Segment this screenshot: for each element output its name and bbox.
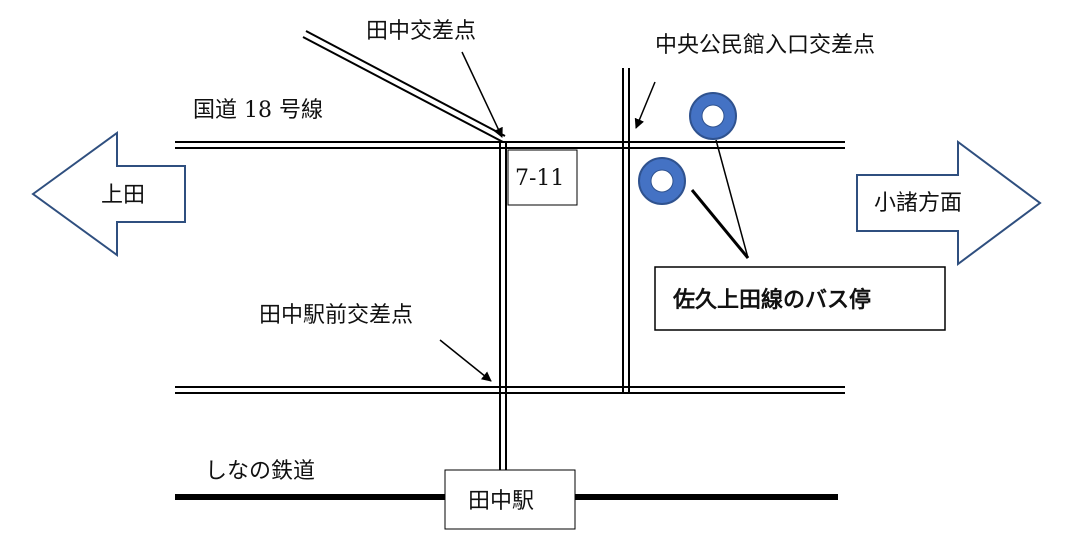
lower-road — [175, 386, 845, 394]
station-box — [444, 469, 576, 530]
east-arrow-label: 小諸方面 — [874, 191, 962, 216]
bus-stop-leader-1 — [715, 139, 749, 259]
station-label: 田中駅 — [468, 489, 534, 514]
chuo-street — [622, 68, 630, 393]
diagonal-road — [302, 30, 506, 143]
station-front-crossing-label: 田中駅前交差点 — [259, 303, 413, 328]
chuo-crossing-label: 中央公民館入口交差点 — [655, 33, 875, 58]
bus-stop-icon — [689, 92, 737, 140]
arrow-right-icon — [856, 140, 1042, 266]
bus-stop-callout-label: 佐久上田線のバス停 — [672, 287, 871, 313]
railway-label: しなの鉄道 — [205, 459, 315, 484]
station-street — [499, 142, 507, 470]
bus-stop-leader-2 — [690, 189, 750, 259]
station-front-crossing-pointer — [439, 339, 492, 382]
seven-eleven-box — [507, 149, 578, 206]
bus-stop-icon — [638, 157, 686, 205]
seven-eleven-label: 7-11 — [515, 166, 564, 191]
west-arrow-label: 上田 — [101, 183, 145, 208]
route-18-label: 国道 18 号線 — [193, 98, 323, 123]
tanaka-crossing-label: 田中交差点 — [366, 19, 476, 44]
arrow-left-icon — [31, 131, 186, 257]
route-18-road — [175, 141, 845, 149]
tanaka-crossing-pointer — [461, 51, 503, 138]
bus-stop-callout-box — [654, 266, 946, 331]
chuo-crossing-pointer — [634, 81, 656, 129]
